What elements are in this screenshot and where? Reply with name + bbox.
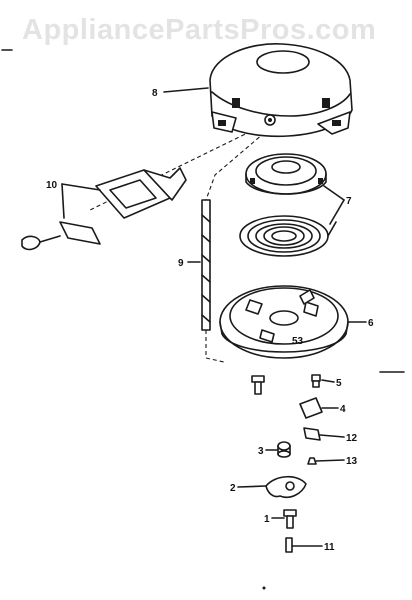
edge-ticks bbox=[1, 49, 405, 590]
callout-3: 3 bbox=[258, 446, 264, 457]
rope-handle bbox=[95, 167, 187, 219]
rewind-spring bbox=[239, 215, 337, 257]
callout-9: 9 bbox=[178, 258, 184, 269]
callout-7: 7 bbox=[346, 196, 352, 207]
pulley-screw bbox=[251, 375, 265, 395]
pin-part-13 bbox=[307, 457, 317, 465]
assembly-guide-lines bbox=[89, 121, 271, 363]
callout-10: 10 bbox=[46, 180, 58, 191]
pawl-part-4 bbox=[299, 397, 323, 419]
pin-part-11 bbox=[285, 537, 293, 553]
callout-2: 2 bbox=[230, 483, 236, 494]
retainer-plate bbox=[265, 475, 307, 499]
callout-6: 6 bbox=[368, 318, 374, 329]
handle-bracket bbox=[21, 221, 101, 251]
starter-housing bbox=[209, 43, 353, 138]
callout-11: 11 bbox=[324, 542, 335, 553]
screw-part-5 bbox=[311, 374, 321, 388]
pulley-marking: 53 bbox=[292, 336, 304, 347]
watermark-text: AppliancePartsPros.com bbox=[22, 14, 377, 46]
callout-1: 1 bbox=[264, 514, 270, 525]
callout-12: 12 bbox=[346, 433, 358, 444]
callout-4: 4 bbox=[340, 404, 346, 415]
leader-lines bbox=[61, 87, 367, 547]
starter-rope bbox=[201, 199, 211, 331]
retainer-screw bbox=[283, 509, 297, 529]
starter-pulley: 53 bbox=[219, 285, 349, 359]
link-part-12 bbox=[303, 427, 321, 441]
spring-keeper bbox=[245, 153, 327, 195]
callout-8: 8 bbox=[152, 88, 158, 99]
callout-5: 5 bbox=[336, 378, 342, 389]
callout-13: 13 bbox=[346, 456, 358, 467]
spring-part-3 bbox=[277, 441, 291, 458]
